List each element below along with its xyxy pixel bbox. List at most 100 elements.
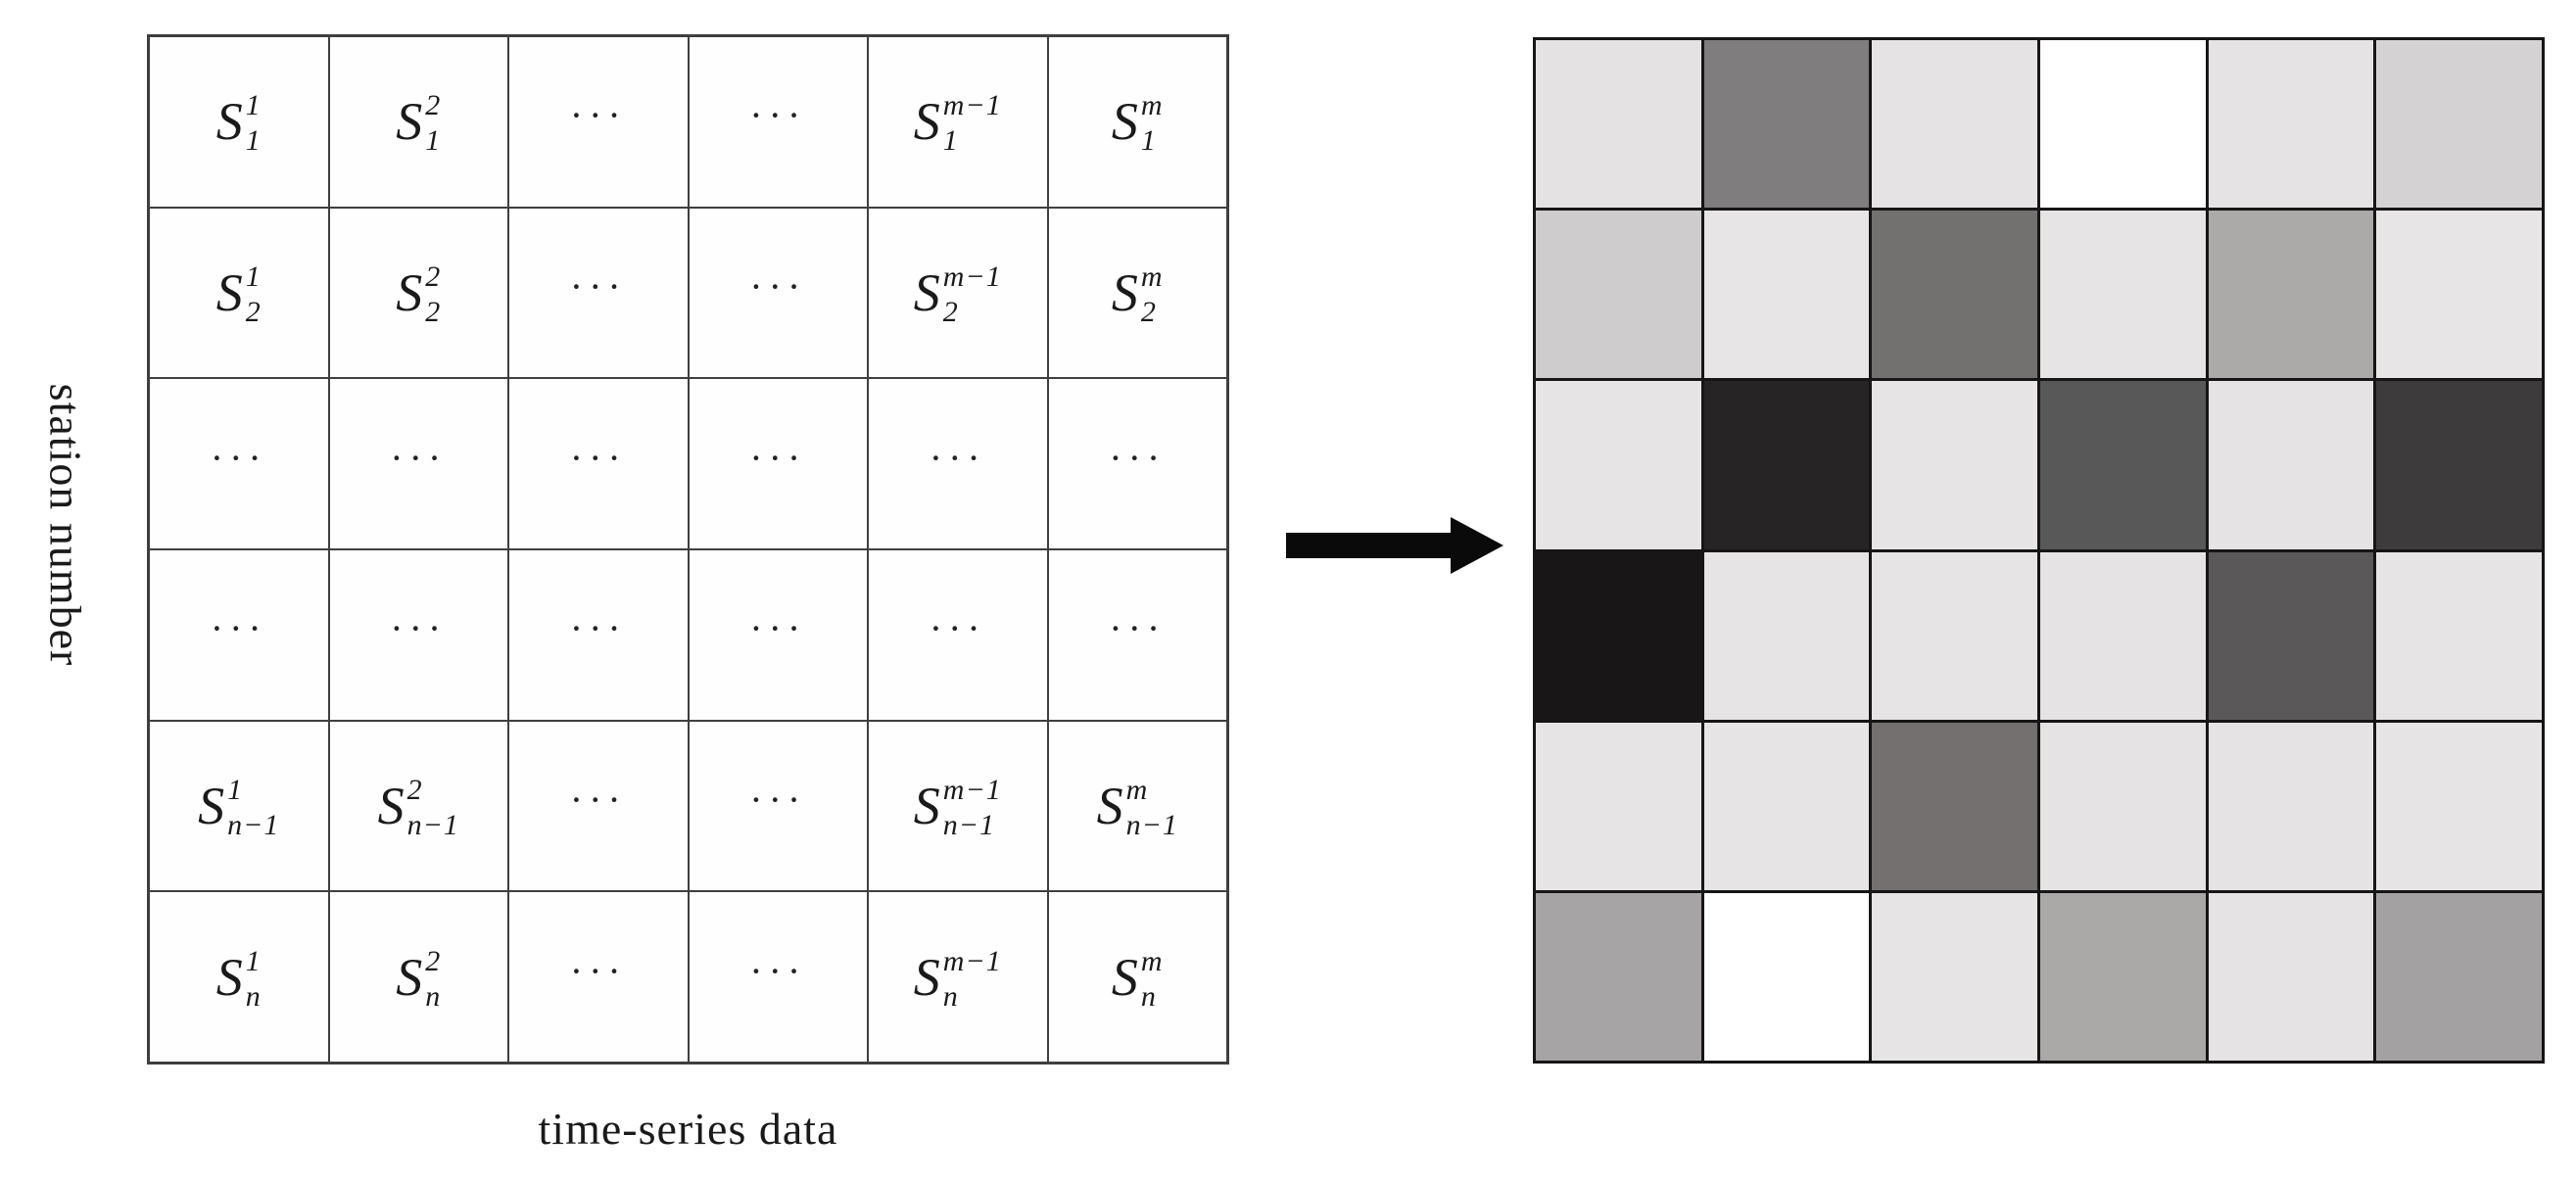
heatmap-cell [2040,892,2206,1061]
heatmap-cell [1536,211,1701,379]
ellipsis-text: ··· [569,263,627,308]
table-cell: ··· [508,720,689,892]
superscript: 2 [406,773,423,806]
heatmap-cell [1872,211,2037,379]
heatmap-cell [2040,551,2206,720]
superscript: 1 [245,944,262,977]
table-cell: ··· [688,378,868,549]
heatmap-cell [2376,381,2542,549]
subscript: n−1 [406,808,459,841]
heatmap-cell [2376,722,2542,890]
heatmap-cell [1536,551,1701,720]
superscript: m [1140,260,1164,293]
symbol-base: S [396,262,423,322]
table-cell: ··· [328,378,508,549]
subscript: n [942,979,959,1013]
subscript: 1 [245,124,262,158]
heatmap-cell [2208,211,2374,379]
ellipsis-text: ··· [569,606,627,651]
symbol-base: S [913,947,940,1007]
subscript: 2 [1140,295,1157,328]
ellipsis-text: ··· [1109,435,1167,480]
heatmap-cell [2208,551,2374,720]
heatmap-cell [1703,551,1870,720]
symbol-base: S [1111,947,1138,1007]
symbol-base: S [215,92,243,152]
table-cell: ··· [688,36,868,208]
symbol-base: S [1111,262,1138,322]
table-cell: ··· [1047,378,1227,549]
heatmap-cell [2376,892,2542,1061]
subscript: 1 [942,124,959,158]
heatmap-cell [2208,722,2374,890]
symbol-base: S [396,947,423,1007]
heatmap-cell [1872,551,2037,720]
ellipsis-text: ··· [749,435,807,480]
superscript: 1 [245,89,262,122]
heatmap-cell [2208,381,2374,549]
ellipsis-text: ··· [749,93,807,138]
superscript: m−1 [942,944,1002,977]
subscript: 2 [425,295,442,328]
symbol-base: S [913,776,940,835]
x-axis-label: time-series data [538,1104,838,1154]
y-axis-label: station number [40,383,91,667]
heatmap-cell [1703,381,1870,549]
table-cell: ··· [508,36,689,208]
heatmap-cell [1703,40,1870,209]
superscript: 2 [425,944,442,977]
symbol-base: S [198,776,225,835]
subscript: 2 [245,295,262,328]
heatmap-cell [1703,722,1870,890]
heatmap-cell [1872,40,2037,209]
ellipsis-text: ··· [929,435,986,480]
symbol-base: S [913,92,940,152]
subscript: n−1 [227,808,280,841]
heatmap-cell [2040,40,2206,209]
heatmap-cell [2376,551,2542,720]
table-cell: ··· [508,378,689,549]
table-cell: ··· [688,891,868,1063]
heatmap-cell [2208,892,2374,1061]
ellipsis-text: ··· [749,263,807,308]
heatmap-cell [2040,381,2206,549]
heatmap-cell [2040,722,2206,890]
heatmap-cell [2376,40,2542,209]
ellipsis-text: ··· [749,606,807,651]
heatmap-cell [1872,892,2037,1061]
subscript: n [245,979,262,1013]
ellipsis-text: ··· [569,948,627,993]
heatmap-grid [1533,37,2545,1064]
superscript: 1 [245,260,262,293]
heatmap-cell [1872,722,2037,890]
table-cell: ··· [508,891,689,1063]
table-cell: ··· [868,378,1048,549]
superscript: m−1 [942,260,1002,293]
ellipsis-text: ··· [390,606,448,651]
table-cell: ··· [328,549,508,721]
symbol-base: S [215,947,243,1007]
